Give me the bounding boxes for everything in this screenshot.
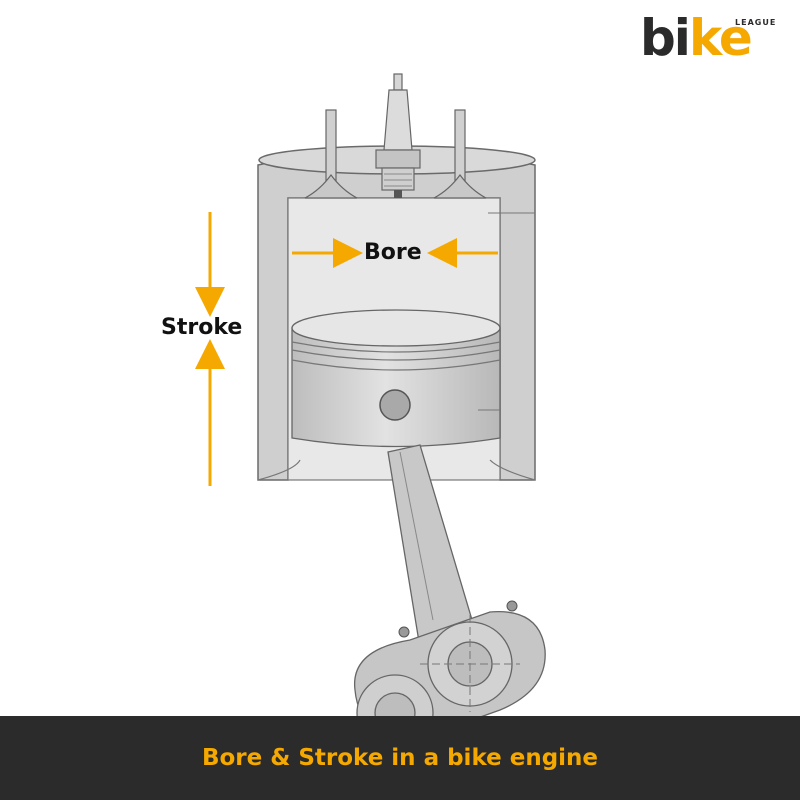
exhaust-valve <box>433 109 487 199</box>
logo-word-accent: ke <box>688 9 753 67</box>
intake-valve <box>304 109 358 199</box>
caption-bar: Bore & Stroke in a bike engine <box>0 716 800 800</box>
piston <box>291 309 501 448</box>
spark-plug <box>375 73 421 198</box>
logo-word-dark: bi <box>640 9 691 67</box>
caption-text: Bore & Stroke in a bike engine <box>201 745 599 771</box>
logo-wordmark: bike <box>640 8 753 68</box>
bore-label: Bore <box>364 240 422 265</box>
stroke-label: Stroke <box>161 315 243 340</box>
bike-league-logo: bike LEAGUE <box>640 9 780 68</box>
piston-pin <box>379 389 411 421</box>
logo-tag: LEAGUE <box>735 18 777 27</box>
